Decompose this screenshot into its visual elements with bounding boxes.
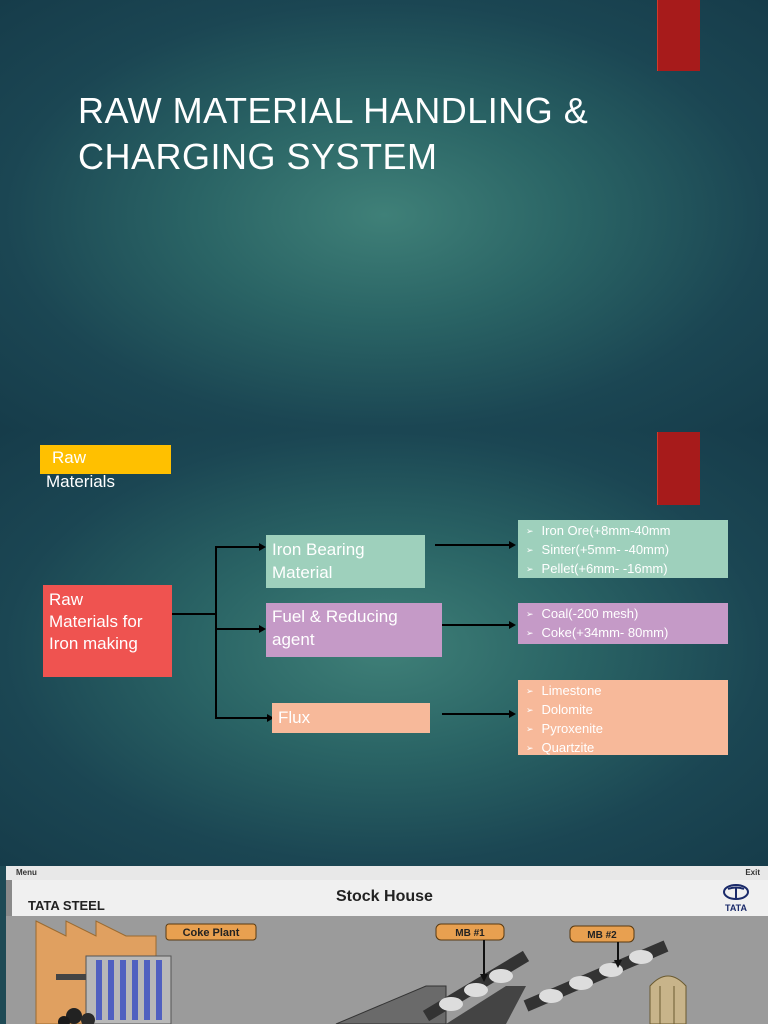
list-item: Pyroxenite xyxy=(526,720,728,739)
connector-horizontal xyxy=(172,613,217,615)
hopper xyxy=(335,985,447,1024)
arrow-iron xyxy=(435,544,511,546)
page-title: RAW MATERIAL HANDLING & CHARGING SYSTEM xyxy=(78,88,588,180)
iron-bearing-box: Iron Bearing Material xyxy=(266,535,425,588)
iron-bearing-label-2: Material xyxy=(272,563,333,582)
iron-bearing-items: Iron Ore(+8mm-40mm Sinter(+5mm- -40mm) P… xyxy=(518,520,728,578)
root-box: Raw Materials for Iron making xyxy=(43,585,172,677)
raw-materials-slide: Raw Materials Raw Materials for Iron mak… xyxy=(0,430,768,866)
tata-emblem-icon xyxy=(723,884,749,900)
root-line-2: Materials for xyxy=(49,612,143,631)
conveyor-belt-1 xyxy=(446,986,526,1024)
menu-button[interactable]: Menu xyxy=(16,868,37,877)
arrowhead-icon xyxy=(509,541,516,549)
arrowhead-icon xyxy=(267,714,274,722)
connector-branch-1 xyxy=(215,546,261,548)
tata-logo-icon: TATA xyxy=(716,884,756,913)
arrow-flux xyxy=(442,713,511,715)
title-line-1: RAW MATERIAL HANDLING & xyxy=(78,90,589,131)
silo xyxy=(649,975,687,1024)
root-line-1: Raw xyxy=(49,590,84,609)
connector-branch-3 xyxy=(215,717,269,719)
arrow-fuel xyxy=(442,624,511,626)
arrowhead-icon xyxy=(259,543,266,551)
mb2-label: MB #2 xyxy=(587,930,617,941)
fuel-reducing-items: Coal(-200 mesh) Coke(+34mm- 80mm) xyxy=(518,603,728,644)
connector-vertical xyxy=(215,546,217,718)
coke-plant-label: Coke Plant xyxy=(183,927,240,939)
flux-label: Flux xyxy=(278,708,311,727)
fuel-reducing-label-2: agent xyxy=(272,630,315,649)
coke-pile xyxy=(66,1008,82,1024)
arrowhead-icon xyxy=(259,625,266,633)
stock-house-screen: Menu Exit TATA STEEL Stock House TATA Co xyxy=(6,866,768,1024)
arrowhead-icon xyxy=(509,621,516,629)
arrowhead-icon xyxy=(509,710,516,718)
title-slide: RAW MATERIAL HANDLING & CHARGING SYSTEM xyxy=(0,0,768,430)
list-item: Quartzite xyxy=(526,739,728,758)
list-item: Coal(-200 mesh) xyxy=(526,605,728,624)
stock-house-diagram: Coke Plant MB #1 MB #2 xyxy=(6,916,768,1024)
title-line-2: CHARGING SYSTEM xyxy=(78,136,438,177)
tata-logo-text: TATA xyxy=(725,903,747,913)
red-tab-decoration xyxy=(657,432,700,505)
brand-logo: TATA STEEL xyxy=(28,898,105,913)
red-tab-decoration xyxy=(657,0,700,71)
list-item: Coke(+34mm- 80mm) xyxy=(526,624,728,643)
fuel-reducing-box: Fuel & Reducing agent xyxy=(266,603,442,657)
flux-box: Flux xyxy=(272,703,430,733)
menu-bar: Menu Exit xyxy=(6,866,768,880)
exit-button[interactable]: Exit xyxy=(745,868,760,877)
list-item: Dolomite xyxy=(526,701,728,720)
list-item: Pellet(+6mm- -16mm) xyxy=(526,560,728,579)
connector-branch-2 xyxy=(215,628,261,630)
header-highlight xyxy=(40,445,171,474)
root-line-3: Iron making xyxy=(49,634,138,653)
mb1-label: MB #1 xyxy=(455,928,485,939)
slide-header-line-2: Materials xyxy=(46,472,115,491)
list-item: Sinter(+5mm- -40mm) xyxy=(526,541,728,560)
flux-items: Limestone Dolomite Pyroxenite Quartzite xyxy=(518,680,728,755)
list-item: Limestone xyxy=(526,682,728,701)
iron-bearing-label-1: Iron Bearing xyxy=(272,540,365,559)
stock-house-header: TATA STEEL Stock House TATA xyxy=(12,880,768,917)
screen-title: Stock House xyxy=(336,888,433,905)
fuel-reducing-label-1: Fuel & Reducing xyxy=(272,607,398,626)
list-item: Iron Ore(+8mm-40mm xyxy=(526,522,728,541)
slide-header-line-1: Raw xyxy=(52,448,87,467)
